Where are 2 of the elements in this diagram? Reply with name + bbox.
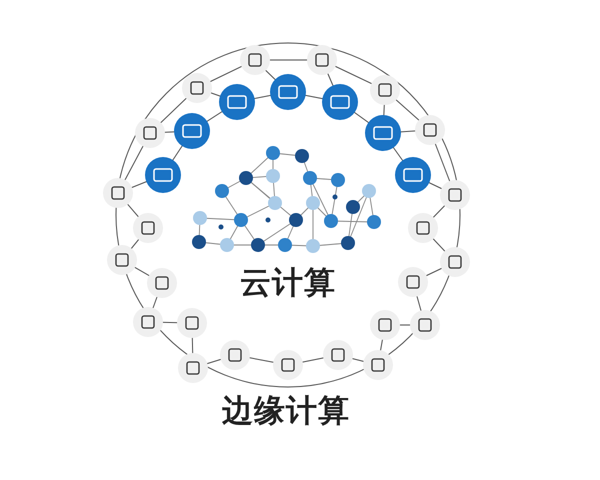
ring-caption: 边缘计算 bbox=[222, 392, 350, 431]
cloud-caption: 云计算 bbox=[240, 264, 336, 303]
